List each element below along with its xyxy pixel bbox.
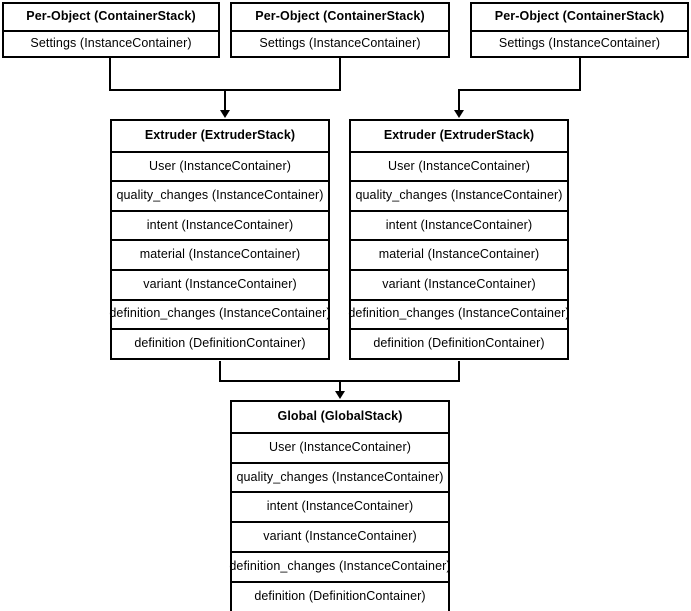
global-stack-row-definition-changes: definition_changes (InstanceContainer) (229, 550, 451, 581)
arrowhead-to-global (335, 391, 345, 399)
edge-stem-global (339, 380, 341, 392)
extruder-stack-1-row-material: material (InstanceContainer) (112, 239, 328, 269)
edge-merge-bar-extruder-2 (458, 89, 581, 91)
extruder-stack-2-row-intent: intent (InstanceContainer) (351, 209, 567, 240)
global-stack-header: Global (GlobalStack) (232, 402, 448, 432)
extruder-stack-1[interactable]: Extruder (ExtruderStack) User (InstanceC… (109, 119, 331, 360)
extruder-stack-2-row-user: User (InstanceContainer) (351, 150, 567, 181)
per-object-stack-2-row-settings: Settings (InstanceContainer) (232, 30, 448, 56)
global-stack-row-intent: intent (InstanceContainer) (232, 491, 448, 522)
extruder-stack-1-row-user: User (InstanceContainer) (112, 150, 328, 181)
extruder-stack-1-row-quality-changes: quality_changes (InstanceContainer) (112, 180, 328, 210)
extruder-stack-2[interactable]: Extruder (ExtruderStack) User (InstanceC… (348, 119, 570, 360)
global-stack[interactable]: Global (GlobalStack) User (InstanceConta… (229, 400, 451, 611)
per-object-stack-1[interactable]: Per-Object (ContainerStack) Settings (In… (2, 2, 220, 58)
global-stack-row-quality-changes: quality_changes (InstanceContainer) (232, 461, 448, 492)
per-object-stack-3-row-settings: Settings (InstanceContainer) (472, 30, 687, 56)
edge-extruder-2-drop (458, 361, 460, 382)
edge-per-object-2-drop (339, 58, 341, 91)
edge-per-object-3-drop (579, 58, 581, 91)
per-object-stack-2[interactable]: Per-Object (ContainerStack) Settings (In… (230, 2, 450, 58)
extruder-stack-2-row-variant: variant (InstanceContainer) (351, 268, 567, 299)
per-object-stack-1-header: Per-Object (ContainerStack) (4, 4, 218, 30)
extruder-stack-2-header: Extruder (ExtruderStack) (351, 121, 567, 151)
edge-per-object-1-drop (109, 58, 111, 91)
per-object-stack-3-header: Per-Object (ContainerStack) (472, 4, 687, 30)
global-stack-row-definition: definition (DefinitionContainer) (232, 580, 448, 611)
arrowhead-to-extruder-1 (220, 110, 230, 118)
edge-stem-extruder-1 (224, 89, 226, 111)
global-stack-row-user: User (InstanceContainer) (232, 431, 448, 462)
per-object-stack-2-header: Per-Object (ContainerStack) (232, 4, 448, 30)
edge-extruder-1-drop (219, 361, 221, 382)
arrowhead-to-extruder-2 (454, 110, 464, 118)
extruder-stack-2-row-definition: definition (DefinitionContainer) (351, 328, 567, 358)
extruder-stack-1-row-definition: definition (DefinitionContainer) (112, 328, 328, 358)
global-stack-row-variant: variant (InstanceContainer) (232, 521, 448, 551)
extruder-stack-1-row-variant: variant (InstanceContainer) (112, 268, 328, 299)
per-object-stack-1-row-settings: Settings (InstanceContainer) (4, 30, 218, 56)
per-object-stack-3[interactable]: Per-Object (ContainerStack) Settings (In… (470, 2, 689, 58)
extruder-stack-1-row-intent: intent (InstanceContainer) (112, 209, 328, 240)
extruder-stack-2-row-quality-changes: quality_changes (InstanceContainer) (351, 180, 567, 210)
extruder-stack-1-header: Extruder (ExtruderStack) (112, 121, 328, 151)
edge-stem-extruder-2 (458, 89, 460, 111)
extruder-stack-2-row-material: material (InstanceContainer) (351, 239, 567, 269)
extruder-stack-1-row-definition-changes: definition_changes (InstanceContainer) (109, 298, 331, 329)
extruder-stack-2-row-definition-changes: definition_changes (InstanceContainer) (348, 298, 570, 329)
